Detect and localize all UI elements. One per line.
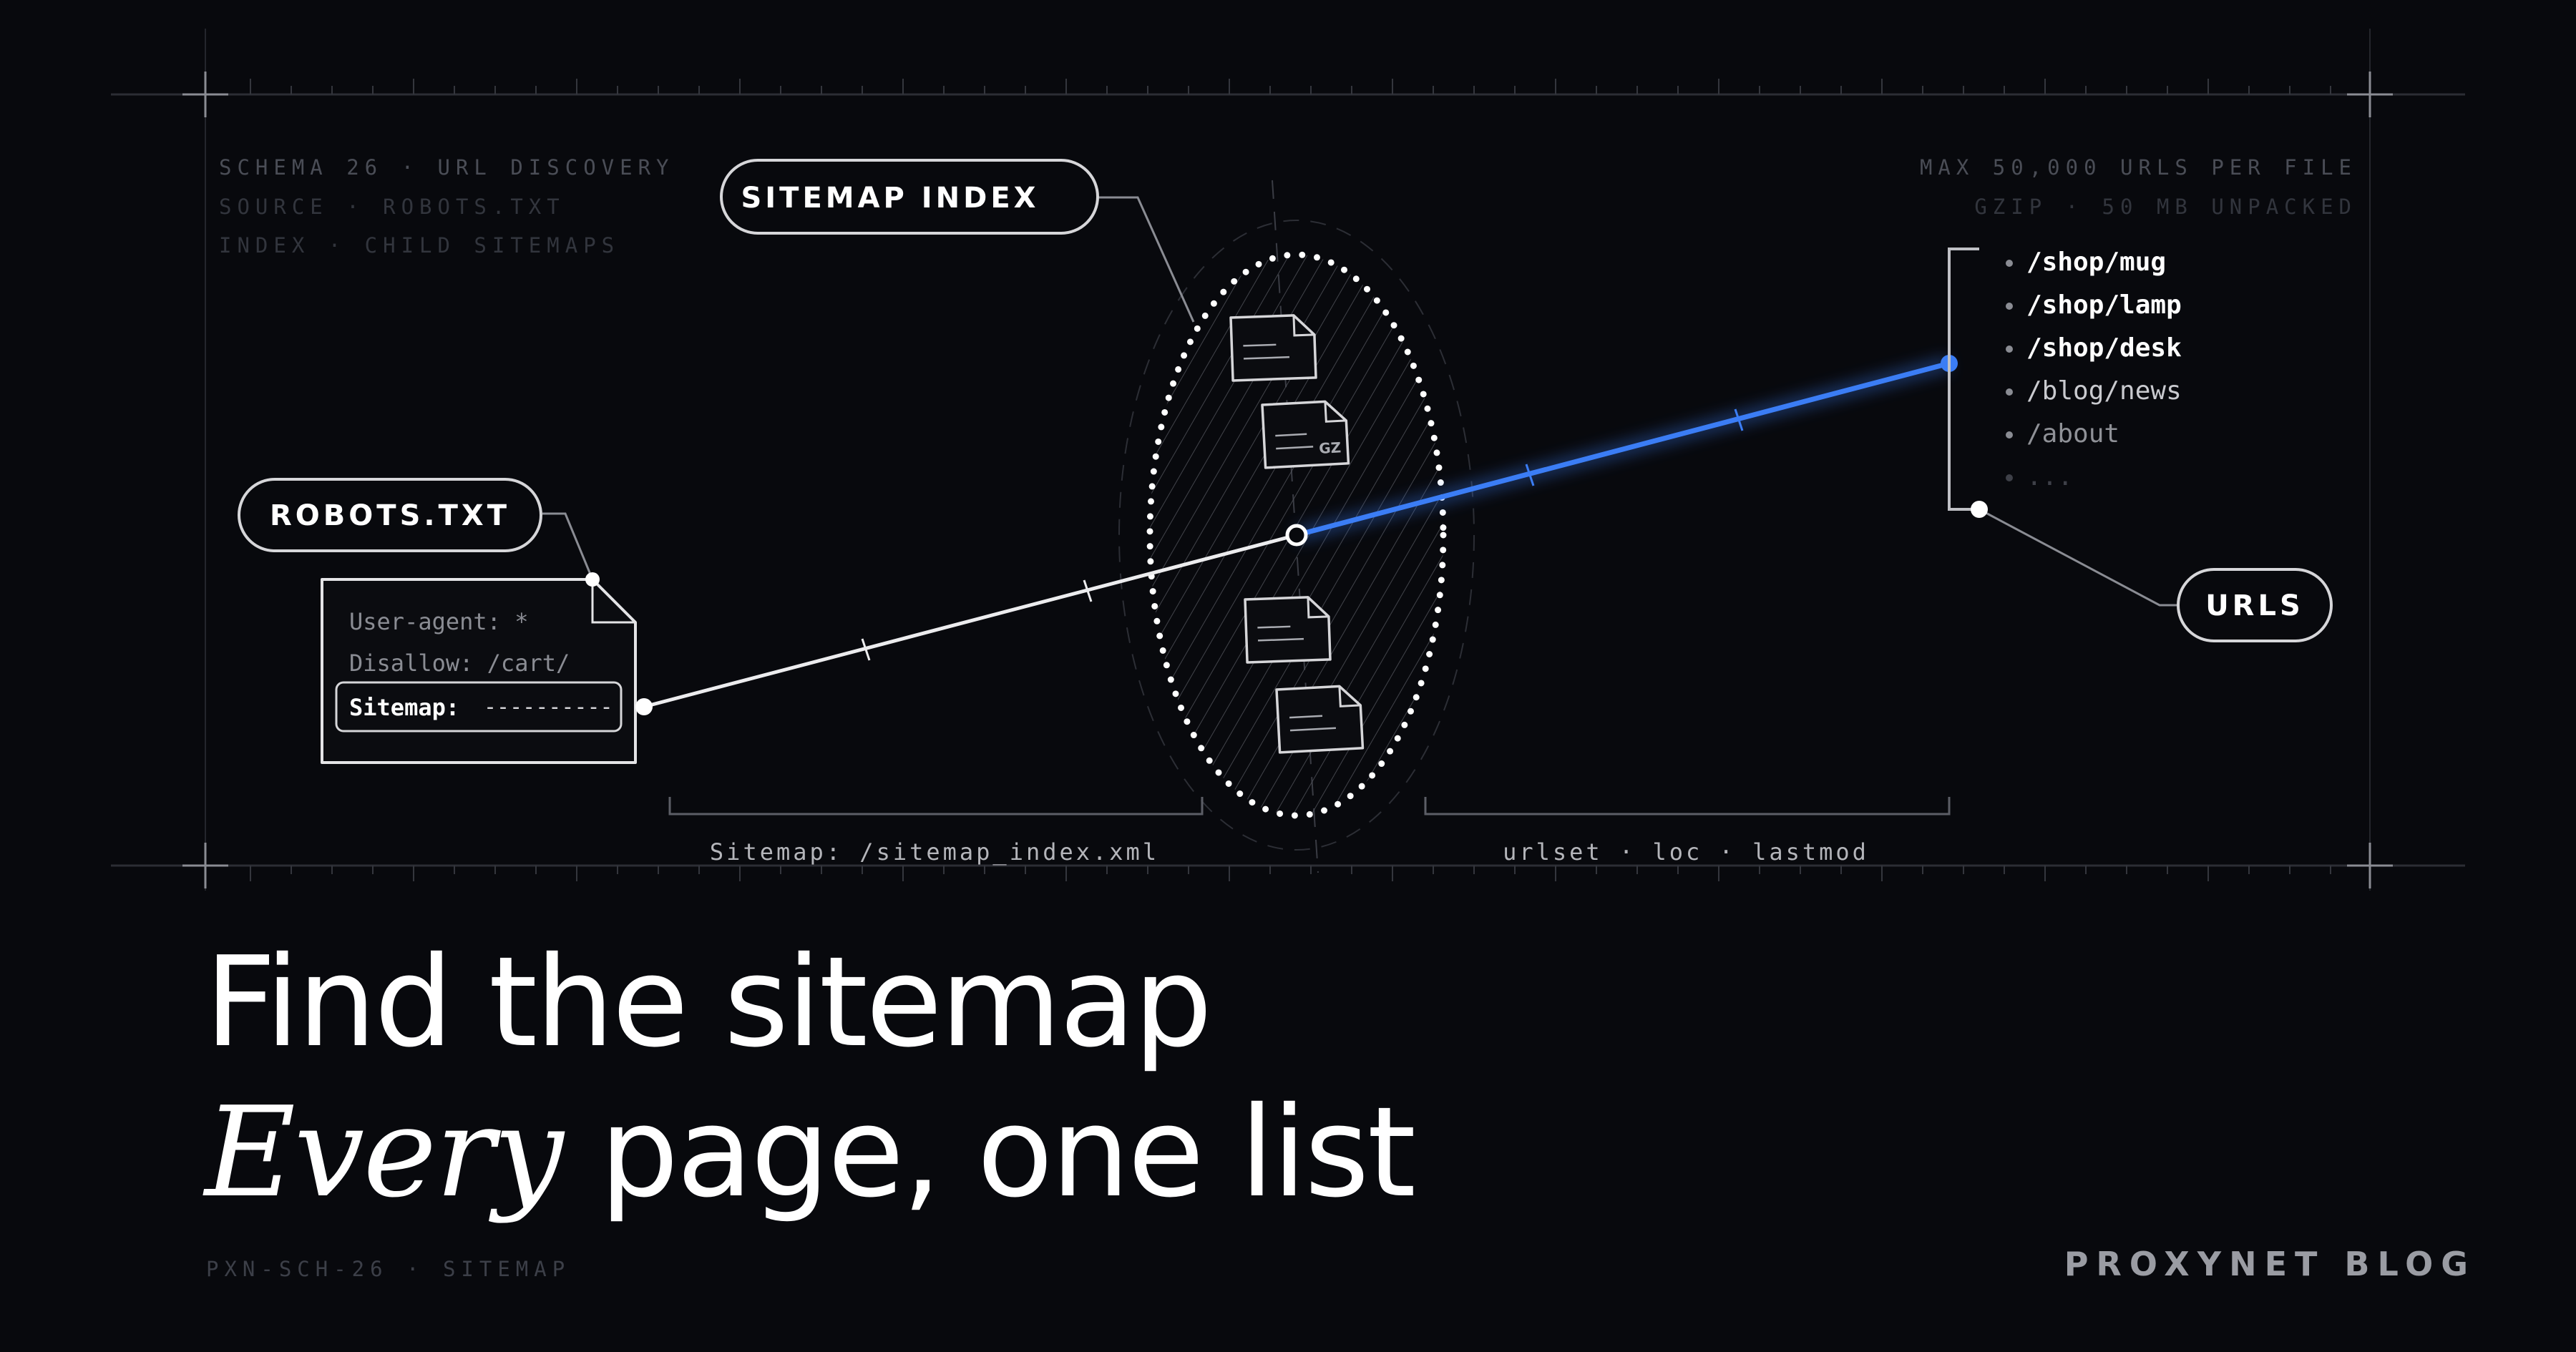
child-sitemap-file-icon — [1275, 685, 1365, 754]
footer-code: PXN-SCH-26 · SITEMAP — [206, 1257, 571, 1281]
meta-left-1: SCHEMA 26 · URL DISCOVERY — [219, 155, 675, 180]
sitemap-index-label-text: SITEMAP INDEX — [741, 182, 1039, 215]
child-sitemap-file-icon — [1244, 596, 1332, 664]
url-list-item: /blog/news — [2026, 376, 2182, 406]
robots-file-card: User-agent: * Disallow: /cart/ Sitemap: … — [321, 578, 653, 764]
robots-to-index-connector — [643, 533, 1297, 709]
url-list-item: /shop/mug — [2026, 248, 2166, 277]
url-bullet — [2006, 260, 2013, 267]
robots-line-user-agent: User-agent: * — [349, 608, 528, 635]
url-list-item: /shop/desk — [2026, 333, 2182, 363]
url-list-item: /shop/lamp — [2026, 290, 2182, 320]
robots-label: ROBOTS.TXT — [238, 478, 600, 587]
frame-rulers — [111, 29, 2465, 891]
robots-label-text: ROBOTS.TXT — [270, 499, 510, 532]
url-bullet — [2006, 388, 2013, 396]
child-sitemap-file-icon — [1229, 314, 1317, 382]
caption-urlset-fields: urlset · loc · lastmod — [1503, 838, 1869, 866]
robots-sitemap-key: Sitemap: — [349, 694, 459, 721]
meta-left-3: INDEX · CHILD SITEMAPS — [219, 233, 620, 258]
robots-sitemap-value: ---------- — [484, 695, 613, 720]
url-list-bracket — [1948, 248, 1979, 511]
urls-label-text: URLS — [2205, 589, 2304, 622]
headline-line-1: Find the sitemap — [205, 930, 1213, 1075]
brand-logo: PROXYNET BLOG — [2064, 1245, 2476, 1283]
meta-right-1: MAX 50,000 URLS PER FILE — [1920, 155, 2357, 180]
url-list-item: /about — [2026, 419, 2119, 449]
caption-brackets — [668, 797, 1951, 815]
robots-line-disallow: Disallow: /cart/ — [349, 650, 570, 677]
url-bullet — [2006, 431, 2013, 439]
robots-output-node — [635, 698, 653, 715]
gzip-sitemap-file-icon: GZ — [1261, 400, 1350, 469]
sitemap-index-label: SITEMAP INDEX — [720, 159, 1195, 323]
headline-emphasis: Every — [205, 1080, 564, 1225]
meta-left-2: SOURCE · ROBOTS.TXT — [219, 195, 565, 219]
gzip-badge: GZ — [1319, 439, 1342, 457]
index-hub-node — [1285, 524, 1308, 547]
caption-sitemap-path: Sitemap: /sitemap_index.xml — [710, 838, 1159, 866]
url-list-item: ... — [2026, 462, 2073, 491]
meta-right-2: GZIP · 50 MB UNPACKED — [1974, 195, 2357, 219]
headline-line-2: Every page, one list — [205, 1080, 1416, 1225]
urls-label: URLS — [1971, 501, 2333, 642]
headline-rest: page, one list — [562, 1080, 1416, 1225]
url-bullet — [2006, 346, 2013, 353]
url-list: /shop/mug/shop/lamp/shop/desk/blog/news /… — [2006, 248, 2182, 491]
url-bullet — [2006, 303, 2013, 310]
url-bullet — [2006, 474, 2013, 481]
robots-sitemap-directive — [335, 681, 623, 733]
